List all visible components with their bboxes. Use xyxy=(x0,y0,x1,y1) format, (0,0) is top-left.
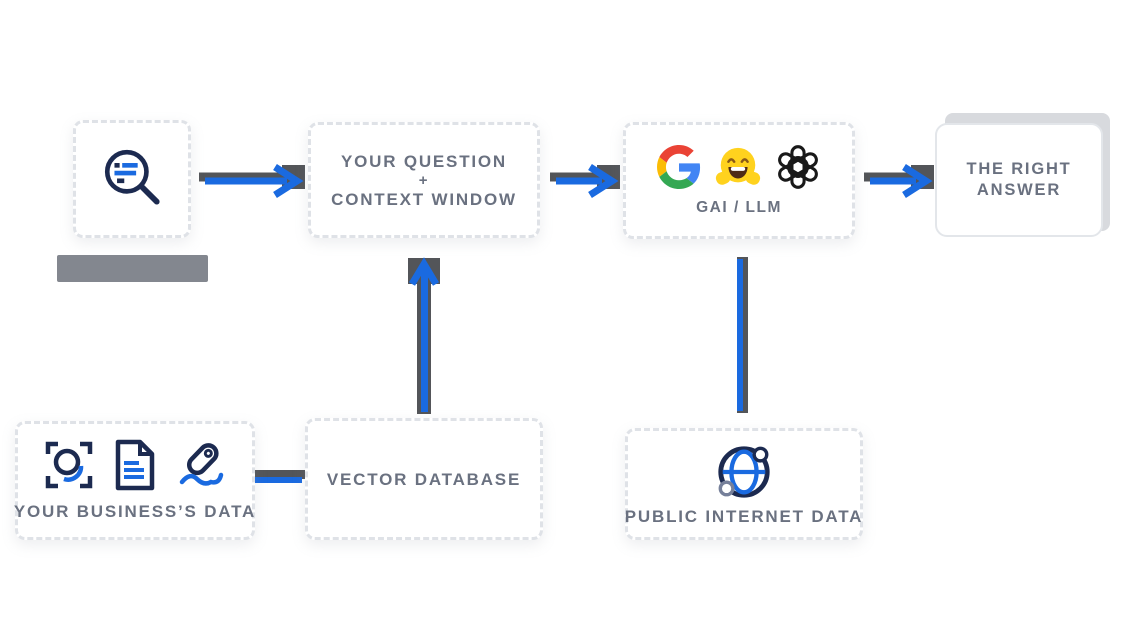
node-gai-llm: GAI / LLM xyxy=(623,122,855,239)
usb-drive-icon xyxy=(179,443,224,486)
question-line3: CONTEXT WINDOW xyxy=(331,189,517,209)
openai-logo xyxy=(778,144,818,189)
answer-line2: ANSWER xyxy=(976,181,1062,199)
document-icon xyxy=(115,439,155,491)
arrow-vector-to-question xyxy=(408,257,440,414)
google-logo xyxy=(657,144,701,189)
business-icon-row xyxy=(44,439,226,491)
globe-icon xyxy=(718,445,770,498)
node-business-data: YOUR BUSINESS’S DATA xyxy=(13,421,257,540)
gai-logo-row xyxy=(657,144,821,190)
hugging-face-logo xyxy=(715,147,761,185)
arrow-gai-to-answer xyxy=(864,164,934,198)
node-search-query xyxy=(73,120,191,238)
question-plus: + xyxy=(418,171,430,189)
line-business-to-vector xyxy=(249,470,307,483)
scan-icon xyxy=(45,441,93,489)
node-vector-database: VECTOR DATABASE xyxy=(305,418,543,540)
business-data-label: YOUR BUSINESS’S DATA xyxy=(13,502,257,521)
public-internet-label: PUBLIC INTERNET DATA xyxy=(624,506,864,526)
search-query-icon xyxy=(104,149,160,205)
redacted-label-bar xyxy=(57,255,208,282)
node-question-context: YOUR QUESTION + CONTEXT WINDOW xyxy=(308,122,540,238)
question-line1: YOUR QUESTION xyxy=(340,151,508,171)
arrow-search-to-question xyxy=(199,164,305,198)
node-public-internet: PUBLIC INTERNET DATA xyxy=(625,428,863,540)
vector-database-label: VECTOR DATABASE xyxy=(326,469,522,489)
arrow-question-to-gai xyxy=(550,164,620,198)
gai-llm-label: GAI / LLM xyxy=(696,198,782,216)
node-right-answer: THE RIGHT ANSWER xyxy=(935,123,1103,237)
line-gai-to-internet xyxy=(737,257,748,413)
answer-line1: THE RIGHT xyxy=(966,160,1072,178)
